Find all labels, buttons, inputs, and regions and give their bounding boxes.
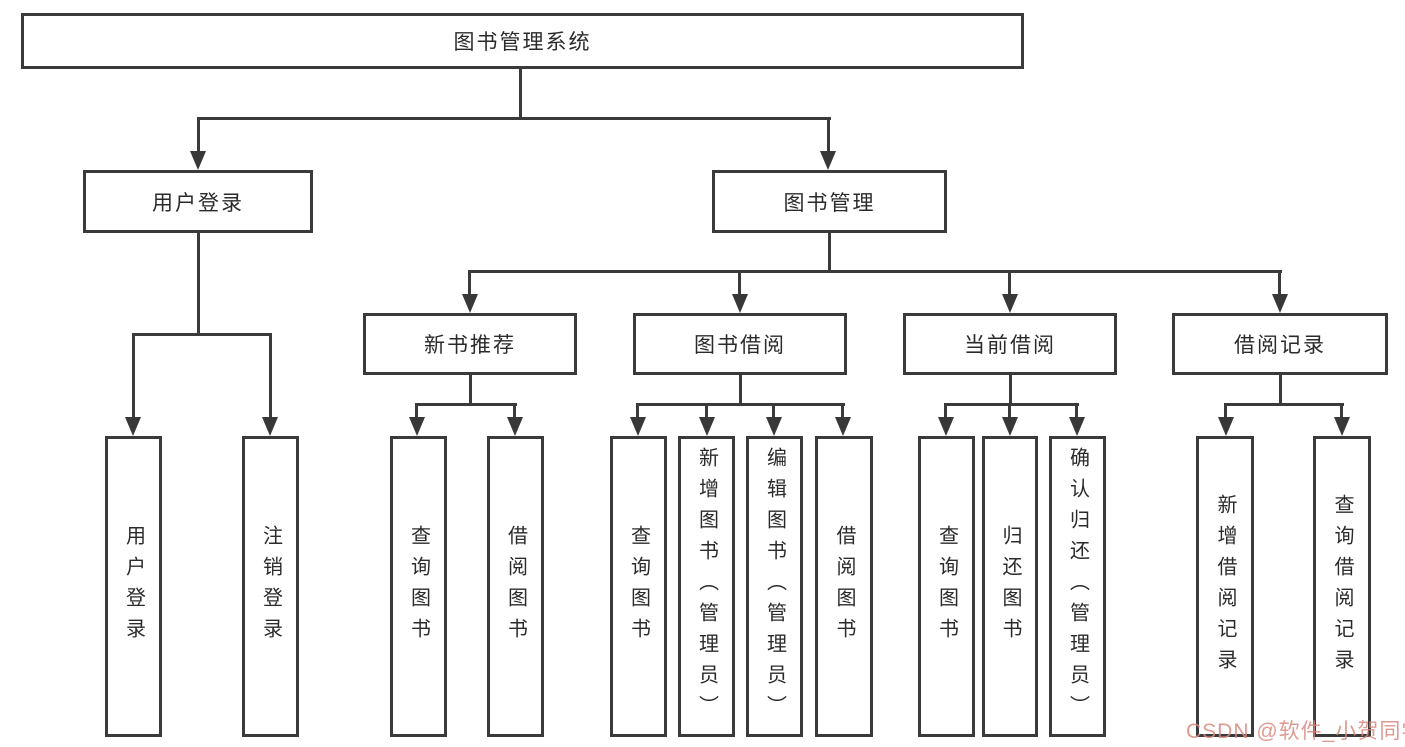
leaf-edit-book-admin: 编辑图书（管理员） (746, 436, 803, 737)
node-label: 确认归还（管理员） (1066, 447, 1089, 726)
leaf-query-borrow-record: 查询借阅记录 (1313, 436, 1371, 737)
leaf-add-borrow-record: 新增借阅记录 (1196, 436, 1254, 737)
node-current-borrowing: 当前借阅 (903, 313, 1117, 375)
connector (1224, 403, 1227, 419)
node-label: 图书管理系统 (453, 31, 592, 54)
node-label: 编辑图书（管理员） (763, 447, 786, 726)
arrowhead-icon (1002, 417, 1018, 436)
connector (513, 403, 516, 419)
arrowhead-icon (1002, 294, 1018, 313)
arrowhead-icon (507, 417, 523, 436)
connector (827, 117, 830, 153)
node-label: 查询图书 (407, 524, 430, 649)
leaf-add-book-admin: 新增图书（管理员） (678, 436, 735, 737)
arrowhead-icon (630, 417, 646, 436)
connector (1075, 403, 1078, 419)
connector (197, 233, 200, 335)
arrowhead-icon (125, 417, 141, 436)
connector (415, 403, 418, 419)
node-label: 借阅图书 (504, 524, 527, 649)
node-label: 借阅图书 (833, 524, 855, 649)
arrowhead-icon (732, 294, 748, 313)
connector (1008, 270, 1011, 296)
connector (197, 117, 831, 120)
node-borrowing-records: 借阅记录 (1172, 313, 1388, 375)
leaf-logout: 注销登录 (242, 436, 299, 737)
node-label: 用户登录 (122, 524, 145, 649)
node-label: 注销登录 (259, 524, 282, 649)
node-label: 查询图书 (935, 524, 958, 649)
connector (1279, 375, 1282, 405)
node-label: 新增图书（管理员） (695, 447, 718, 726)
arrowhead-icon (699, 417, 715, 436)
connector (1009, 375, 1012, 405)
leaf-borrow-book-1: 借阅图书 (487, 436, 544, 737)
arrowhead-icon (262, 417, 278, 436)
arrowhead-icon (1334, 417, 1350, 436)
connector (1340, 403, 1343, 419)
connector (841, 403, 844, 419)
leaf-return-book: 归还图书 (982, 436, 1038, 737)
node-label: 图书借阅 (694, 334, 786, 357)
node-label: 归还图书 (999, 524, 1021, 649)
connector (415, 403, 517, 406)
arrowhead-icon (462, 294, 478, 313)
node-label: 当前借阅 (964, 334, 1056, 357)
node-label: 借阅记录 (1234, 334, 1326, 357)
node-user-login: 用户登录 (83, 170, 313, 233)
connector (1224, 403, 1344, 406)
leaf-user-login: 用户登录 (105, 436, 162, 737)
node-label: 查询图书 (627, 524, 650, 649)
leaf-query-book-1: 查询图书 (390, 436, 447, 737)
node-book-management: 图书管理 (712, 170, 947, 233)
connector (1278, 270, 1281, 296)
connector (468, 270, 471, 296)
node-book-borrowing: 图书借阅 (633, 313, 847, 375)
node-label: 新增借阅记录 (1214, 493, 1236, 680)
connector (636, 403, 639, 419)
connector (705, 403, 708, 419)
arrowhead-icon (1218, 417, 1234, 436)
node-label: 查询借阅记录 (1331, 493, 1353, 680)
connector (772, 403, 775, 419)
connector (132, 333, 272, 336)
arrowhead-icon (1272, 294, 1288, 313)
connector (944, 403, 947, 419)
arrowhead-icon (820, 151, 836, 170)
node-label: 新书推荐 (424, 334, 516, 357)
leaf-query-book-3: 查询图书 (918, 436, 975, 737)
connector (269, 333, 272, 418)
connector (828, 233, 831, 272)
connector (469, 375, 472, 405)
arrowhead-icon (190, 151, 206, 170)
arrowhead-icon (938, 417, 954, 436)
connector (1008, 403, 1011, 419)
arrowhead-icon (835, 417, 851, 436)
csdn-watermark: CSDN @软件_小贺同学 (1186, 720, 1405, 743)
connector (519, 69, 522, 118)
node-label: 用户登录 (152, 191, 244, 215)
connector (944, 403, 1079, 406)
connector (468, 270, 1282, 273)
leaf-borrow-book-2: 借阅图书 (815, 436, 873, 737)
connector (197, 117, 200, 153)
arrowhead-icon (766, 417, 782, 436)
arrowhead-icon (1069, 417, 1085, 436)
arrowhead-icon (409, 417, 425, 436)
connector (636, 403, 845, 406)
connector (739, 375, 742, 405)
node-new-book-recommend: 新书推荐 (363, 313, 577, 375)
node-root: 图书管理系统 (21, 13, 1024, 69)
leaf-query-book-2: 查询图书 (610, 436, 667, 737)
connector (738, 270, 741, 296)
connector (132, 333, 135, 418)
leaf-confirm-return-admin: 确认归还（管理员） (1049, 436, 1106, 737)
node-label: 图书管理 (783, 191, 876, 215)
